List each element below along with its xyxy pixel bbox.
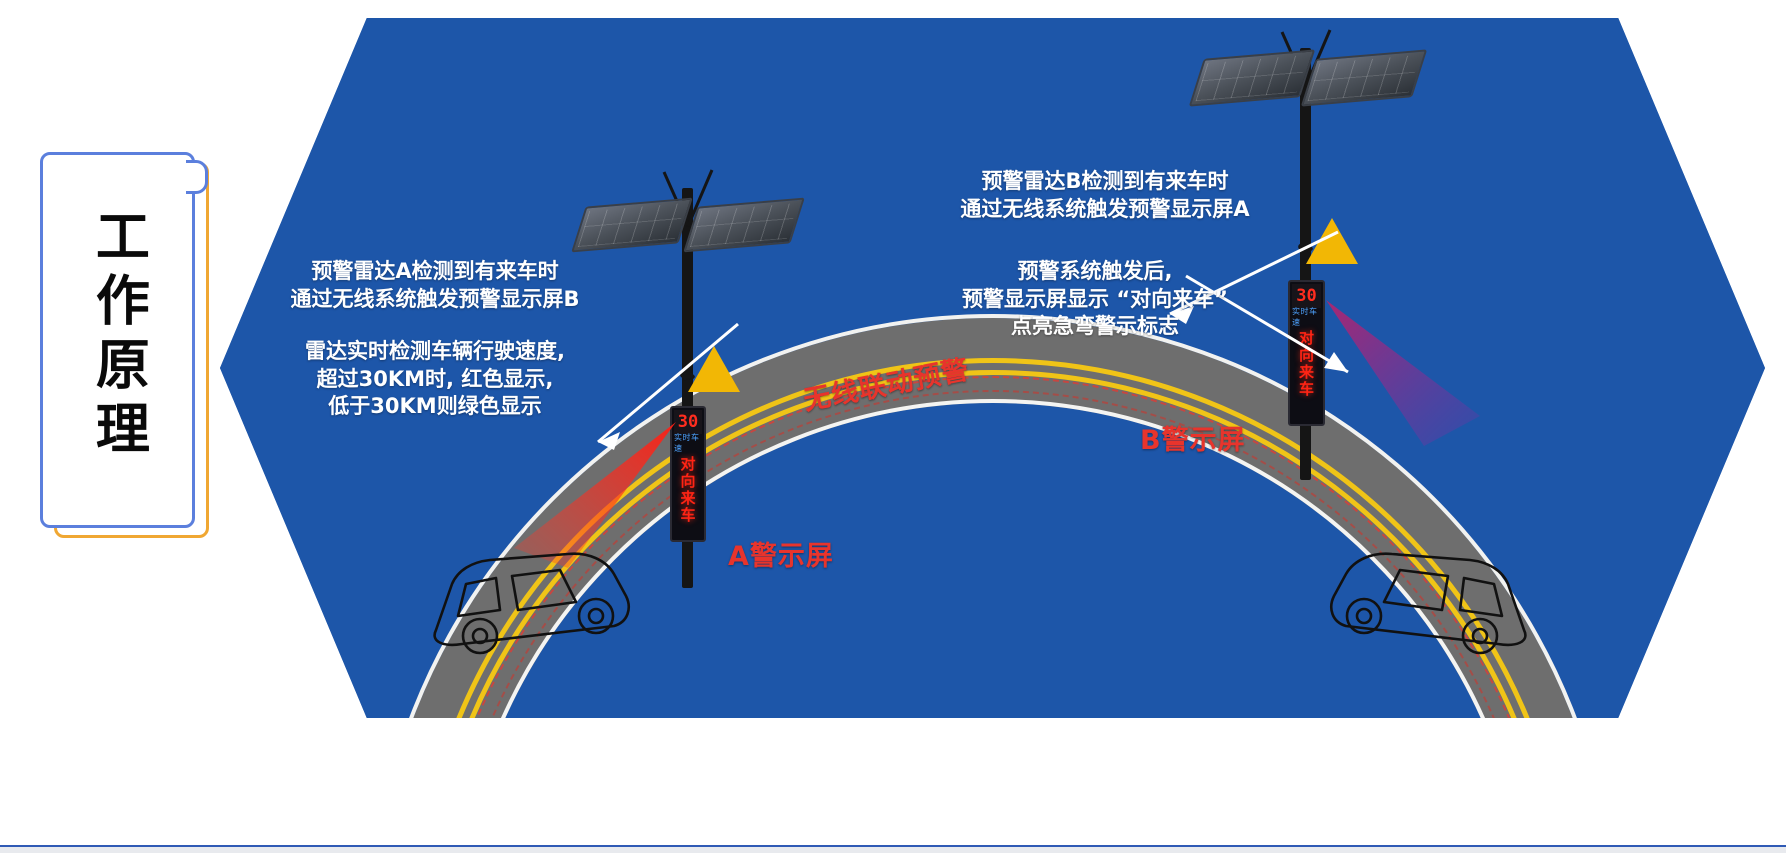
leader-line-right-bottom: [1185, 274, 1349, 374]
pole-b-message-text: 对向来车: [1297, 330, 1315, 398]
title-card: 工作原理: [40, 152, 209, 538]
car-left-icon: [433, 552, 630, 655]
pole-a-solar-panel-right: [683, 197, 805, 253]
label-screen-b: B警示屏: [1140, 425, 1246, 456]
pole-a-speed-value: 30: [677, 411, 699, 432]
annotation-right-1: 预警雷达B检测到有来车时 通过无线系统触发预警显示屏A: [960, 169, 1250, 221]
hexagon-frame: ↬ 30 实时车速 对向来车: [220, 18, 1765, 718]
pole-b: ↬ 30 实时车速 对向来车: [1180, 28, 1480, 480]
pole-b-solar-panel-left: [1188, 49, 1316, 107]
title-card-curl-icon: [186, 160, 208, 194]
car-right-icon: [1330, 552, 1527, 655]
leader-line-left: [597, 322, 739, 450]
pole-a: ↬ 30 实时车速 对向来车: [514, 168, 848, 588]
label-screen-a: A警示屏: [728, 541, 834, 572]
pole-a-solar-panel-left: [571, 197, 693, 253]
pole-b-radar-beam: [1326, 300, 1480, 446]
pole-b-mast: [1300, 48, 1311, 480]
pole-b-solar-panel-right: [1300, 49, 1428, 107]
leader-line-right-top: [1169, 230, 1339, 324]
footer-accent-line: [0, 845, 1786, 847]
pole-a-message-text: 对向来车: [678, 456, 697, 524]
title-card-face: 工作原理: [40, 152, 195, 528]
annotation-left-2: 雷达实时检测车辆行驶速度, 超过30KM时, 红色显示, 低于30KM则绿色显示: [305, 339, 565, 419]
pole-b-speed-value: 30: [1296, 285, 1317, 306]
pole-a-radar-beam: [514, 422, 676, 568]
footer-bar: [0, 847, 1786, 853]
pole-b-speed-caption: 实时车速: [1292, 306, 1318, 327]
annotation-left-1: 预警雷达A检测到有来车时 通过无线系统触发预警显示屏B: [290, 259, 580, 311]
pole-a-speed-caption: 实时车速: [674, 432, 700, 453]
pole-a-mast: [682, 188, 693, 588]
page-title: 工作原理: [86, 208, 150, 464]
annotation-right-2: 预警系统触发后, 预警显示屏显示 “对向来车” 点亮急弯警示标志: [962, 259, 1228, 339]
diagram-stage: ↬ 30 实时车速 对向来车: [220, 18, 1765, 718]
pole-a-led-display: 30 实时车速 对向来车: [670, 406, 706, 542]
